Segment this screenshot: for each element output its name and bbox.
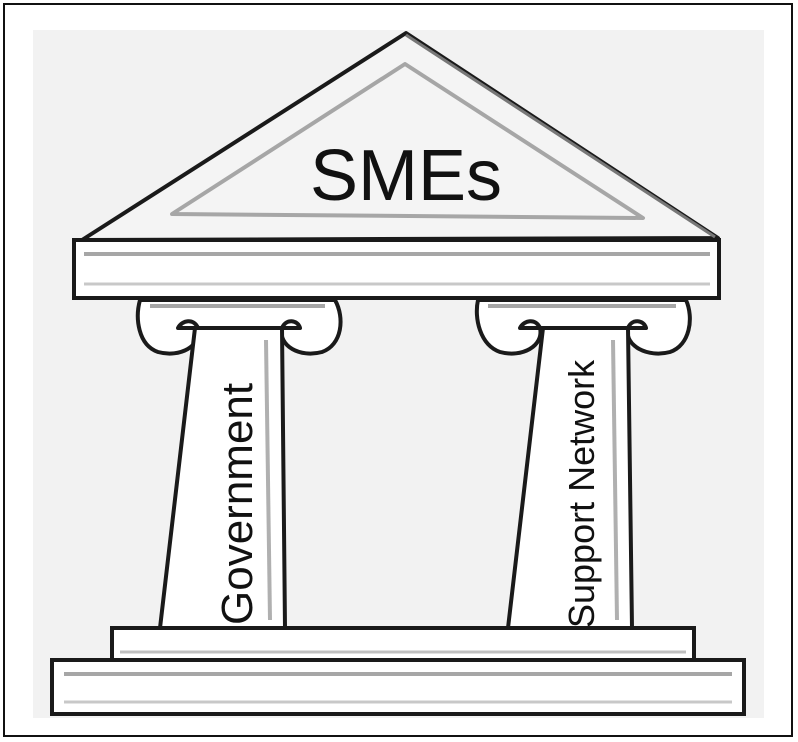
roof: SMEs: [80, 31, 720, 242]
left-shaft-shade: [264, 339, 272, 621]
pillar-government: Government: [135, 298, 343, 630]
lower-step: [50, 658, 746, 716]
pillar-support-network: Support Network: [474, 298, 692, 630]
roof-edge-shadow: [405, 33, 716, 239]
beam: [72, 238, 721, 300]
pillar-label-government: Government: [213, 383, 262, 625]
roof-label: SMEs: [310, 136, 502, 216]
pillar-label-support-network: Support Network: [561, 359, 602, 628]
right-shaft-shade: [611, 339, 619, 621]
upper-step: [110, 626, 696, 662]
entablature: [72, 238, 721, 300]
roof-inner-triangle: [170, 62, 645, 220]
base: [50, 626, 746, 716]
